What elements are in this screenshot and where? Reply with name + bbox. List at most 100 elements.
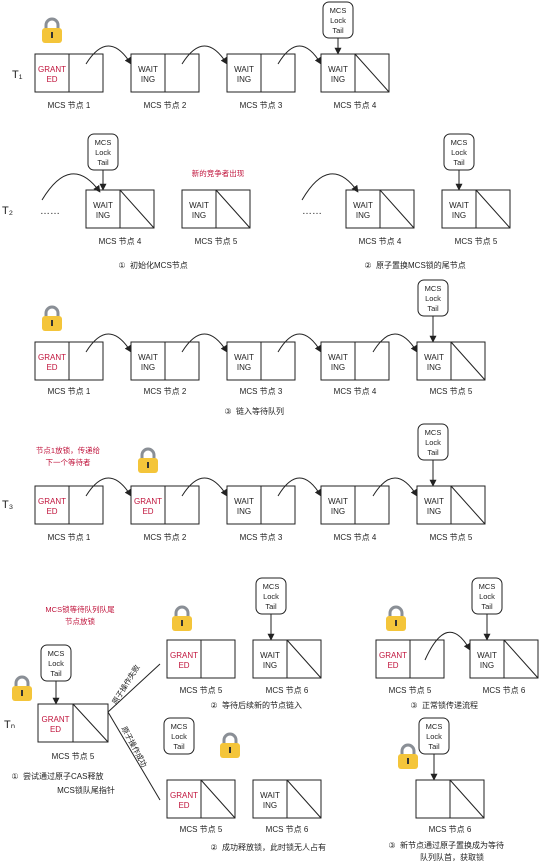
waiting-label: WAIT xyxy=(328,65,348,74)
tail-label: MCS xyxy=(48,649,65,658)
node-caption: MCS 节点 6 xyxy=(483,686,526,695)
step-caption: 初始化MCS节点 xyxy=(130,260,188,270)
tail-label: Lock xyxy=(451,148,467,157)
step-caption-num: ③ xyxy=(224,407,231,416)
step-caption: MCS锁队尾指针 xyxy=(57,785,115,795)
step-caption: 尝试通过原子CAS释放 xyxy=(23,771,103,781)
step-caption: 成功释放锁，此时锁无人占有 xyxy=(222,842,326,852)
null-pointer xyxy=(503,639,539,679)
granted-label: GRANT xyxy=(38,353,66,362)
waiting-label: ING xyxy=(331,363,345,372)
waiting-label: WAIT xyxy=(328,497,348,506)
lock-icon xyxy=(398,743,418,769)
tail-label: Tail xyxy=(332,26,344,35)
tail-label: MCS xyxy=(425,428,442,437)
step-caption: 新节点通过原子置换成为等待 xyxy=(400,840,504,850)
step-caption-num: ② xyxy=(210,843,217,852)
step-caption-num: ① xyxy=(118,261,125,270)
waiting-label: WAIT xyxy=(353,201,373,210)
ellipsis: …… xyxy=(302,206,322,217)
tail-label: Tail xyxy=(427,304,439,313)
null-pointer xyxy=(72,703,109,743)
waiting-label: ING xyxy=(263,801,277,810)
granted-label: GRANT xyxy=(379,651,407,660)
node-caption: MCS 节点 4 xyxy=(334,533,377,542)
tail-label: Lock xyxy=(425,294,441,303)
next-pointer-arrow xyxy=(85,477,132,497)
node-caption: MCS 节点 2 xyxy=(144,533,187,542)
null-pointer xyxy=(286,639,322,679)
null-pointer xyxy=(286,779,322,819)
next-pointer-arrow xyxy=(277,333,322,353)
granted-label: ED xyxy=(178,801,189,810)
waiting-label: ING xyxy=(480,661,494,670)
ellipsis: …… xyxy=(40,206,60,217)
node-caption: MCS 节点 3 xyxy=(240,533,283,542)
waiting-label: ING xyxy=(237,363,251,372)
waiting-label: WAIT xyxy=(328,353,348,362)
next-pointer-arrow xyxy=(181,45,228,65)
waiting-label: WAIT xyxy=(260,791,280,800)
step-caption: 等待后续新的节点链入 xyxy=(222,700,302,710)
step-caption-num: ② xyxy=(210,701,217,710)
next-pointer-arrow xyxy=(85,45,132,65)
lock-icon xyxy=(138,447,158,473)
granted-label: GRANT xyxy=(42,715,70,724)
tail-label: Lock xyxy=(48,659,64,668)
waiting-label: ING xyxy=(356,211,370,220)
step-caption-num: ① xyxy=(11,772,18,781)
waiting-label: WAIT xyxy=(93,201,113,210)
node-caption: MCS 节点 2 xyxy=(144,101,187,110)
branch-line xyxy=(107,663,161,713)
new-competitor-note: 新的竞争者出现 xyxy=(192,168,245,178)
null-pointer xyxy=(354,53,390,93)
waiting-label: WAIT xyxy=(234,353,254,362)
null-pointer xyxy=(450,485,486,525)
node-caption: MCS 节点 6 xyxy=(429,825,472,834)
next-pointer-arrow xyxy=(85,333,132,353)
waiting-label: ING xyxy=(427,507,441,516)
tail-label: Tail xyxy=(427,448,439,457)
null-pointer xyxy=(449,779,485,819)
waiting-label: ING xyxy=(331,75,345,84)
tail-label: MCS xyxy=(263,582,280,591)
node-caption: MCS 节点 4 xyxy=(334,101,377,110)
row-label-t3: T₃ xyxy=(2,499,13,511)
waiting-label: ING xyxy=(331,507,345,516)
step-caption-num: ③ xyxy=(388,841,395,850)
lock-icon xyxy=(172,605,192,631)
tail-label: Lock xyxy=(171,732,187,741)
granted-label: GRANT xyxy=(170,651,198,660)
waiting-label: ING xyxy=(96,211,110,220)
granted-label: ED xyxy=(46,507,57,516)
null-pointer xyxy=(119,189,155,229)
null-pointer xyxy=(379,189,415,229)
tail-label: MCS xyxy=(451,138,468,147)
node-caption: MCS 节点 5 xyxy=(180,686,223,695)
null-pointer xyxy=(200,779,236,819)
lock-icon xyxy=(42,17,62,43)
next-pointer-arrow xyxy=(181,333,228,353)
waiting-label: WAIT xyxy=(477,651,497,660)
waiting-label: ING xyxy=(141,75,155,84)
node-caption: MCS 节点 6 xyxy=(266,686,309,695)
tail-label: Lock xyxy=(95,148,111,157)
